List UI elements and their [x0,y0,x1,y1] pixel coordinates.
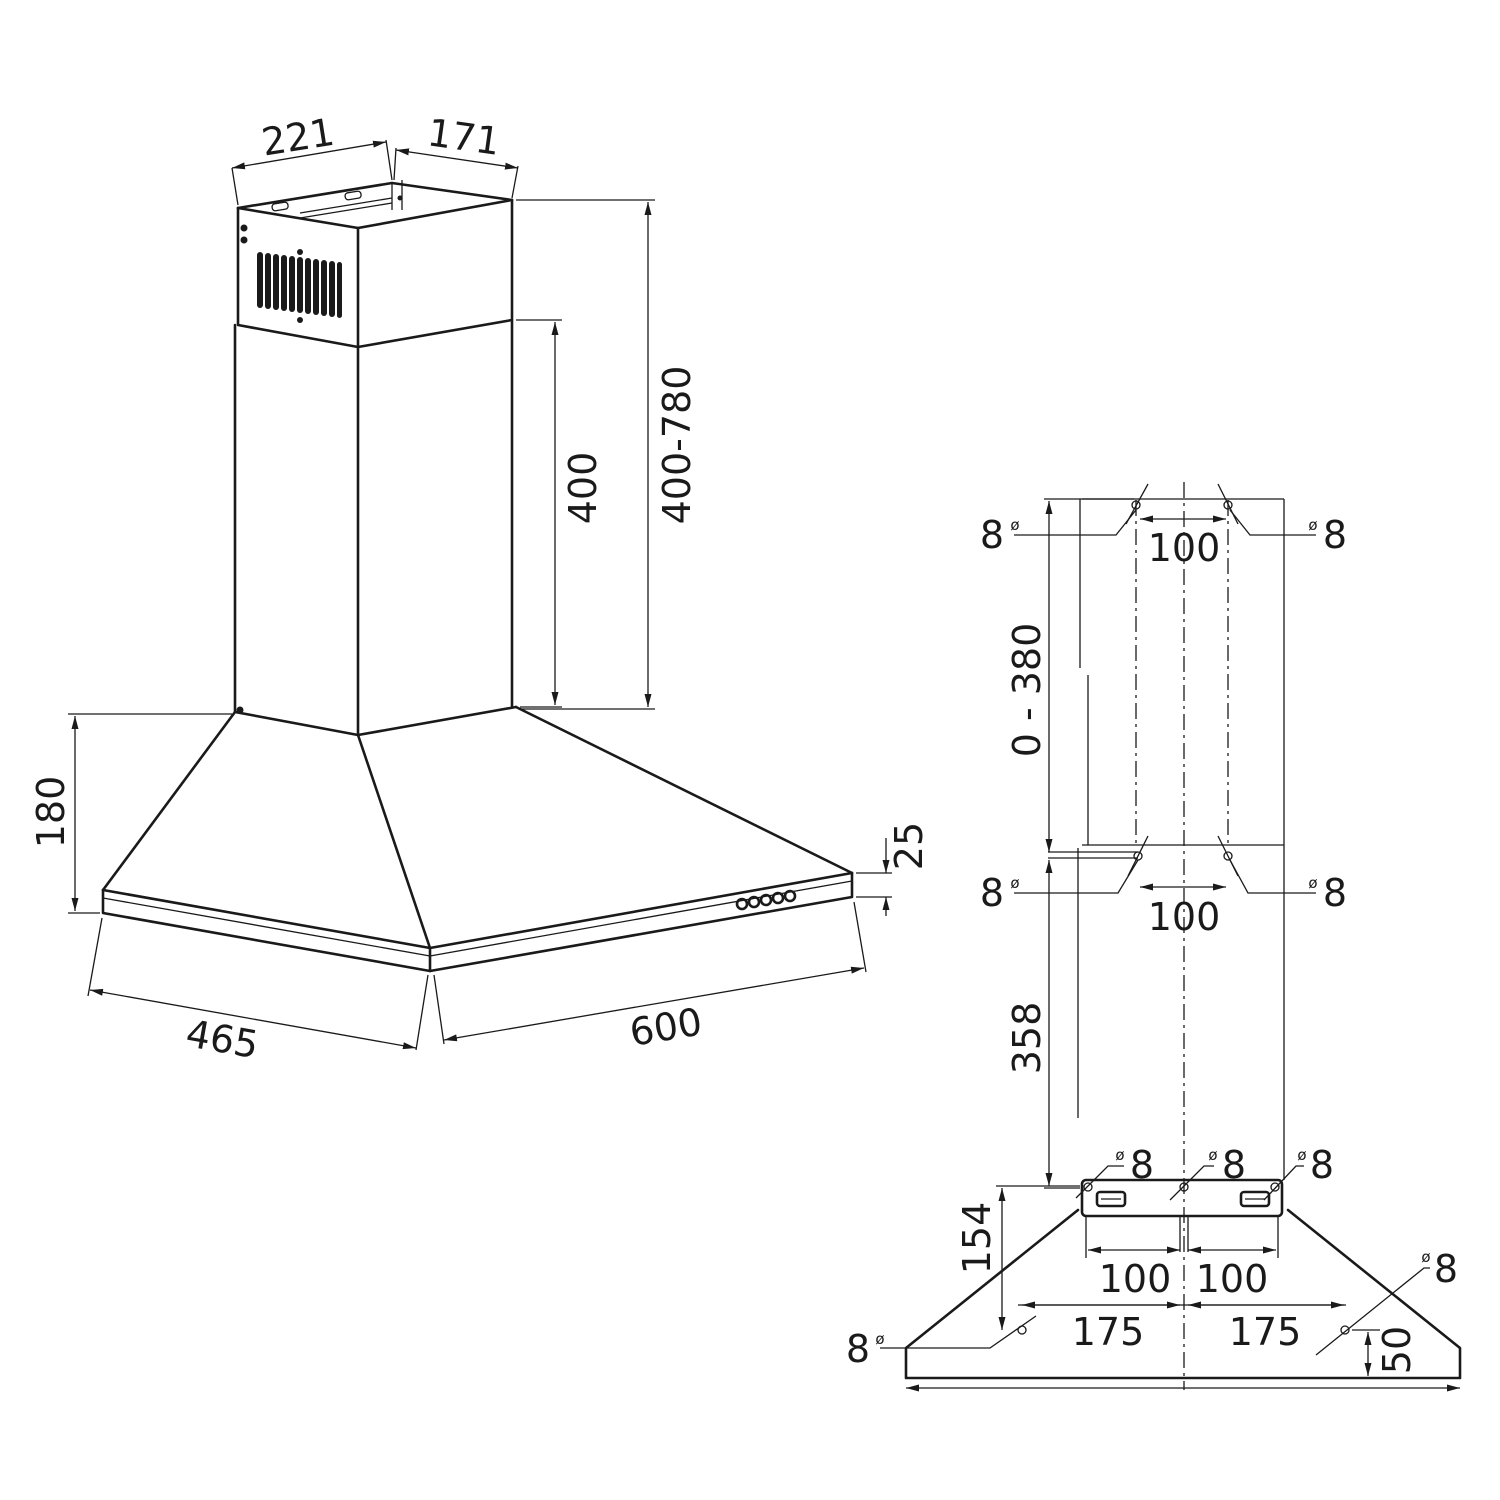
dim-mid-spacing: 100 [1148,895,1221,939]
dim-upper-range: 0 - 380 [1005,623,1049,758]
diameter-symbol: ø [1308,874,1317,892]
label-bracket-hole-right: 8 [1310,1143,1334,1187]
diameter-symbol: ø [1010,874,1019,892]
canopy-outline: 175 175 8 ø 8 ø [846,1208,1462,1392]
label-hood-hole-right: 8 [1434,1247,1458,1291]
control-buttons [735,889,797,911]
top-mounting-holes: 100 8 ø 8 ø [980,483,1347,570]
diameter-symbol: ø [1115,1146,1124,1164]
dim-middle-height: 358 [1005,1002,1049,1075]
dim-bracket-spacing-left: 100 [1099,1257,1172,1301]
diameter-symbol: ø [1308,516,1317,534]
dimension-221: 221 [231,110,393,206]
label-mid-left-hole: 8 [980,871,1004,915]
hood-isometric-view: 221 171 400 400-780 180 [29,110,931,1067]
dim-front-edge: 25 [887,822,931,870]
middle-mounting-holes: 100 8 ø 8 ø [980,835,1347,939]
mounting-bracket: 100 100 8 ø 8 ø 8 ø [1075,1143,1334,1301]
dimension-171: 171 [393,110,519,199]
label-top-right-hole: 8 [1323,513,1347,557]
dim-hood-height: 180 [29,776,73,849]
dim-bracket-height: 154 [955,1202,999,1275]
lower-chimney [233,318,518,737]
dimension-400: 400 [516,319,605,708]
diameter-symbol: ø [1208,1146,1217,1164]
dim-upper-chimney: 400 [561,452,605,525]
dim-hood-width: 600 [626,999,705,1054]
label-bracket-hole-left: 8 [1130,1143,1154,1187]
dim-chimney-width: 171 [425,110,503,164]
label-hood-hole-left: 8 [846,1327,870,1371]
dimension-0-380: 0 - 380 [1005,498,1134,852]
dim-hood-depth: 465 [183,1011,262,1067]
diameter-symbol: ø [1010,516,1019,534]
dimension-600: 600 [433,901,867,1055]
dim-hood-spacing-left: 175 [1072,1310,1145,1354]
label-bracket-hole-center: 8 [1222,1143,1246,1187]
diameter-symbol: ø [1421,1248,1430,1266]
dim-bracket-spacing-right: 100 [1196,1257,1269,1301]
dimension-358: 358 [1005,860,1080,1189]
dim-top-spacing: 100 [1148,526,1221,570]
dimension-180: 180 [29,713,232,914]
dim-hood-edge-height: 50 [1375,1326,1419,1374]
chimney-outline [1048,482,1285,1390]
diameter-symbol: ø [1297,1146,1306,1164]
vent-grille [257,252,342,318]
hood-canopy [101,705,854,973]
dimension-400-780: 400-780 [516,199,699,710]
dimension-25: 25 [856,822,931,916]
dim-chimney-depth: 221 [259,110,338,165]
label-mid-right-hole: 8 [1323,871,1347,915]
dimension-50: 50 [1352,1326,1419,1376]
dim-chimney-range: 400-780 [655,366,699,525]
diameter-symbol: ø [875,1330,884,1348]
upper-chimney [236,180,514,349]
dimension-154: 154 [955,1185,1080,1330]
dim-hood-spacing-right: 175 [1229,1310,1302,1354]
mounting-template-view: 100 8 ø 8 ø 100 8 ø 8 ø 0 - 380 [846,482,1462,1392]
label-top-left-hole: 8 [980,513,1004,557]
